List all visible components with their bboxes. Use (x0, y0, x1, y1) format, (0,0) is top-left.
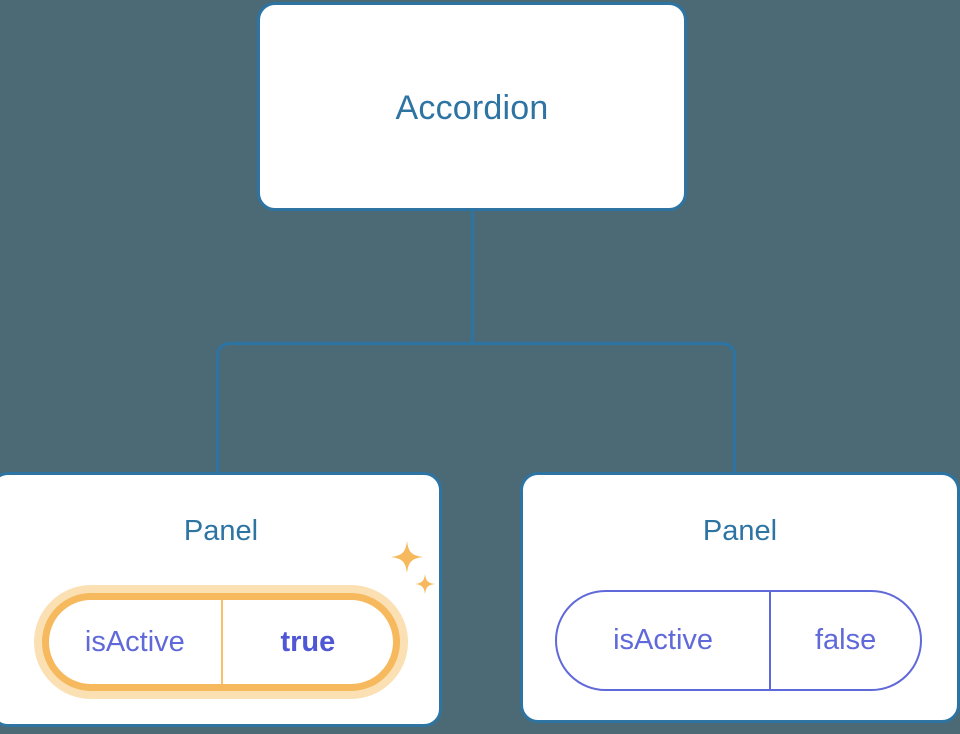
prop-value-label: false (814, 624, 877, 656)
node-panel-active-title: Panel (183, 515, 259, 547)
prop-key-label: isActive (557, 592, 772, 689)
connector-branch-right (472, 341, 737, 472)
node-accordion[interactable]: Accordion (257, 2, 687, 211)
prop-key-label: isActive (49, 600, 223, 684)
node-panel-inactive-title: Panel (702, 515, 778, 547)
node-accordion-title: Accordion (395, 89, 549, 127)
prop-pill-isactive-false[interactable]: isActive false (555, 590, 922, 691)
prop-pill-isactive-true[interactable]: isActive true (42, 593, 400, 691)
connector-branch-left (215, 341, 473, 472)
prop-value-label: true (280, 625, 336, 658)
